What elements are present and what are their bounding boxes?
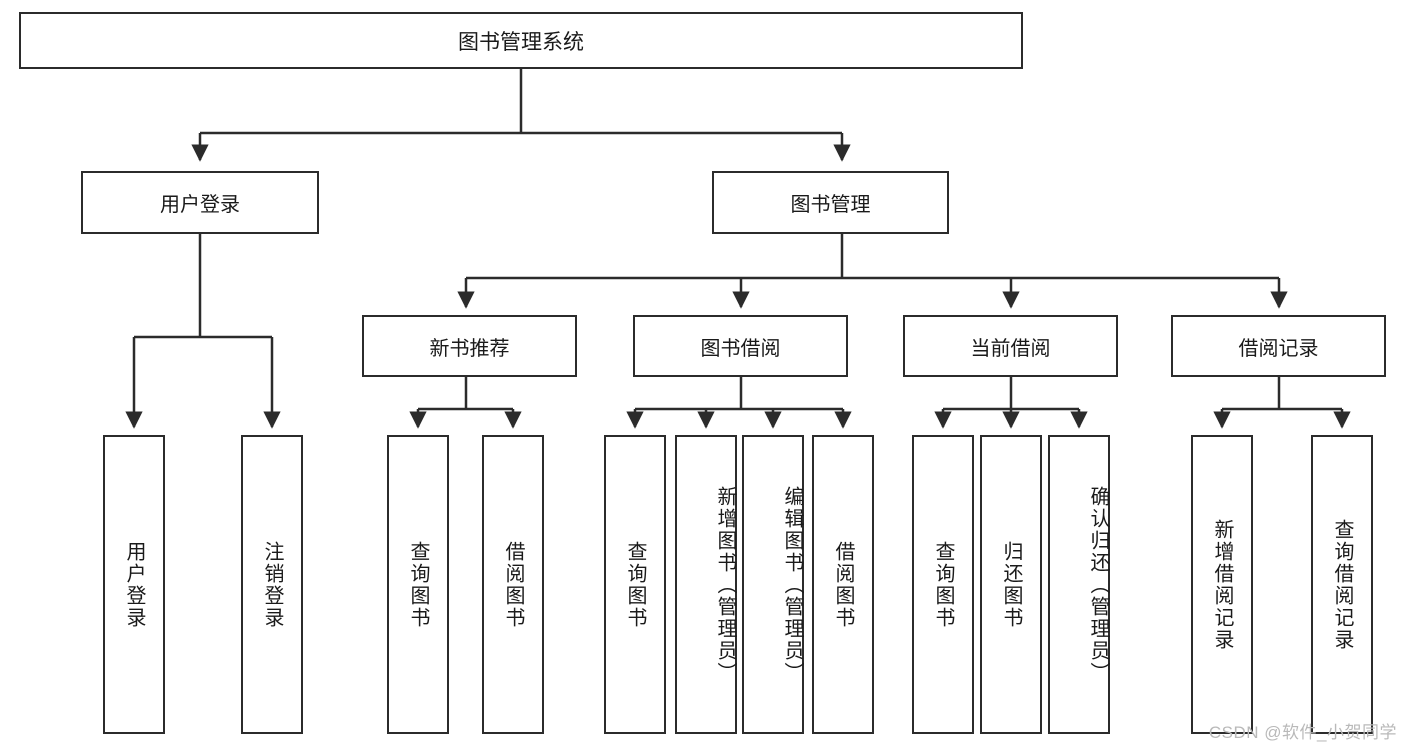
leaf-logout[interactable]: 注销登录: [241, 435, 303, 734]
leaf-query-book-recommend[interactable]: 查询图书: [387, 435, 449, 734]
leaf-query-borrow-record[interactable]: 查询借阅记录: [1311, 435, 1373, 734]
node-new-book-recommend[interactable]: 新书推荐: [362, 315, 577, 377]
node-borrow-record[interactable]: 借阅记录: [1171, 315, 1386, 377]
leaf-query-book-borrow[interactable]: 查询图书: [604, 435, 666, 734]
leaf-query-book-current[interactable]: 查询图书: [912, 435, 974, 734]
node-book-management-group[interactable]: 图书管理: [712, 171, 949, 234]
node-book-borrow[interactable]: 图书借阅: [633, 315, 848, 377]
node-user-login-group[interactable]: 用户登录: [81, 171, 319, 234]
leaf-borrow-book[interactable]: 借阅图书: [812, 435, 874, 734]
node-current-borrow[interactable]: 当前借阅: [903, 315, 1118, 377]
node-root[interactable]: 图书管理系统: [19, 12, 1023, 69]
leaf-confirm-return-admin[interactable]: 确认归还（管理员）: [1048, 435, 1110, 734]
leaf-add-book-admin[interactable]: 新增图书（管理员）: [675, 435, 737, 734]
csdn-watermark: CSDN @软件_小贺同学: [1208, 723, 1397, 742]
leaf-borrow-book-recommend[interactable]: 借阅图书: [482, 435, 544, 734]
leaf-user-login[interactable]: 用户登录: [103, 435, 165, 734]
leaf-edit-book-admin[interactable]: 编辑图书（管理员）: [742, 435, 804, 734]
leaf-add-borrow-record[interactable]: 新增借阅记录: [1191, 435, 1253, 734]
leaf-return-book[interactable]: 归还图书: [980, 435, 1042, 734]
